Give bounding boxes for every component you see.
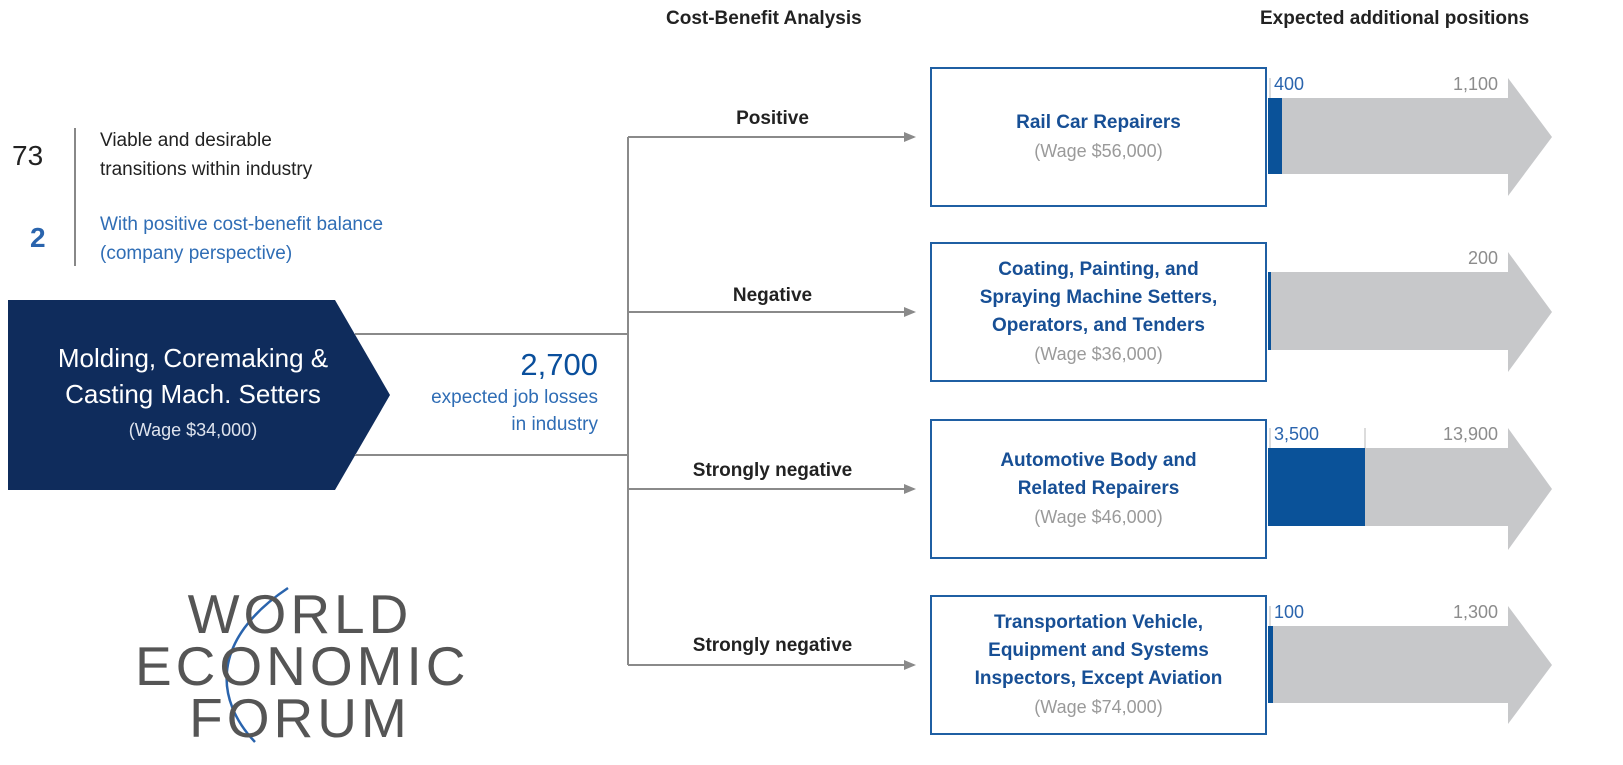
total-positions-label-1: 1,100 bbox=[1452, 74, 1498, 94]
target-occupation-box-1: Rail Car Repairers (Wage $56,000) bbox=[930, 67, 1267, 207]
viable-transitions-count: 73 bbox=[12, 140, 44, 171]
expected-positions-header: Expected additional positions bbox=[1260, 8, 1530, 29]
stats-divider bbox=[74, 128, 76, 266]
positive-bar-1 bbox=[1268, 98, 1282, 174]
positive-balance-count: 2 bbox=[30, 222, 46, 253]
target-occupation-wage: (Wage $46,000) bbox=[1034, 507, 1163, 527]
target-occupation-title: Rail Car Repairers bbox=[1016, 112, 1181, 133]
total-positions-label-2: 200 bbox=[1467, 248, 1498, 268]
logo-arc bbox=[225, 586, 289, 743]
target-occupation-wage: (Wage $56,000) bbox=[1034, 141, 1163, 161]
target-occupation-title: Transportation Vehicle,Equipment and Sys… bbox=[974, 612, 1223, 689]
target-occupation-wage: (Wage $36,000) bbox=[1034, 344, 1163, 364]
positive-balance-label: With positive cost-benefit balance(compa… bbox=[100, 214, 384, 264]
positive-bar-3 bbox=[1268, 448, 1365, 526]
positive-positions-label-4: 100 bbox=[1274, 602, 1305, 622]
tick-3 bbox=[1269, 428, 1366, 448]
positions-arrow-4 bbox=[1268, 606, 1552, 724]
world-economic-forum-logo: WORLD ECONOMIC FORUM bbox=[135, 583, 470, 749]
target-occupation-box-4: Transportation Vehicle,Equipment and Sys… bbox=[930, 595, 1267, 735]
positive-positions-label-1: 400 bbox=[1274, 74, 1305, 94]
assessment-label-4: Strongly negative bbox=[692, 635, 853, 656]
positions-arrow-1 bbox=[1268, 78, 1552, 196]
positive-bar-2 bbox=[1268, 272, 1271, 350]
assessment-label-1: Positive bbox=[736, 108, 809, 129]
total-positions-label-3: 13,900 bbox=[1442, 424, 1498, 444]
target-occupation-wage: (Wage $74,000) bbox=[1034, 697, 1163, 717]
source-occupation-shape bbox=[8, 300, 390, 490]
source-occupation-title: Molding, Coremaking &Casting Mach. Sette… bbox=[57, 343, 329, 409]
positive-bar-4 bbox=[1268, 626, 1273, 703]
positions-arrow-2 bbox=[1268, 252, 1552, 372]
source-occupation-wage: (Wage $34,000) bbox=[128, 420, 258, 440]
assessment-label-3: Strongly negative bbox=[692, 460, 853, 481]
job-losses-count: 2,700 bbox=[520, 347, 598, 382]
assessment-label-2: Negative bbox=[732, 285, 813, 306]
total-positions-label-4: 1,300 bbox=[1452, 602, 1498, 622]
cost-benefit-header: Cost-Benefit Analysis bbox=[666, 8, 862, 29]
positive-positions-label-3: 3,500 bbox=[1274, 424, 1320, 444]
